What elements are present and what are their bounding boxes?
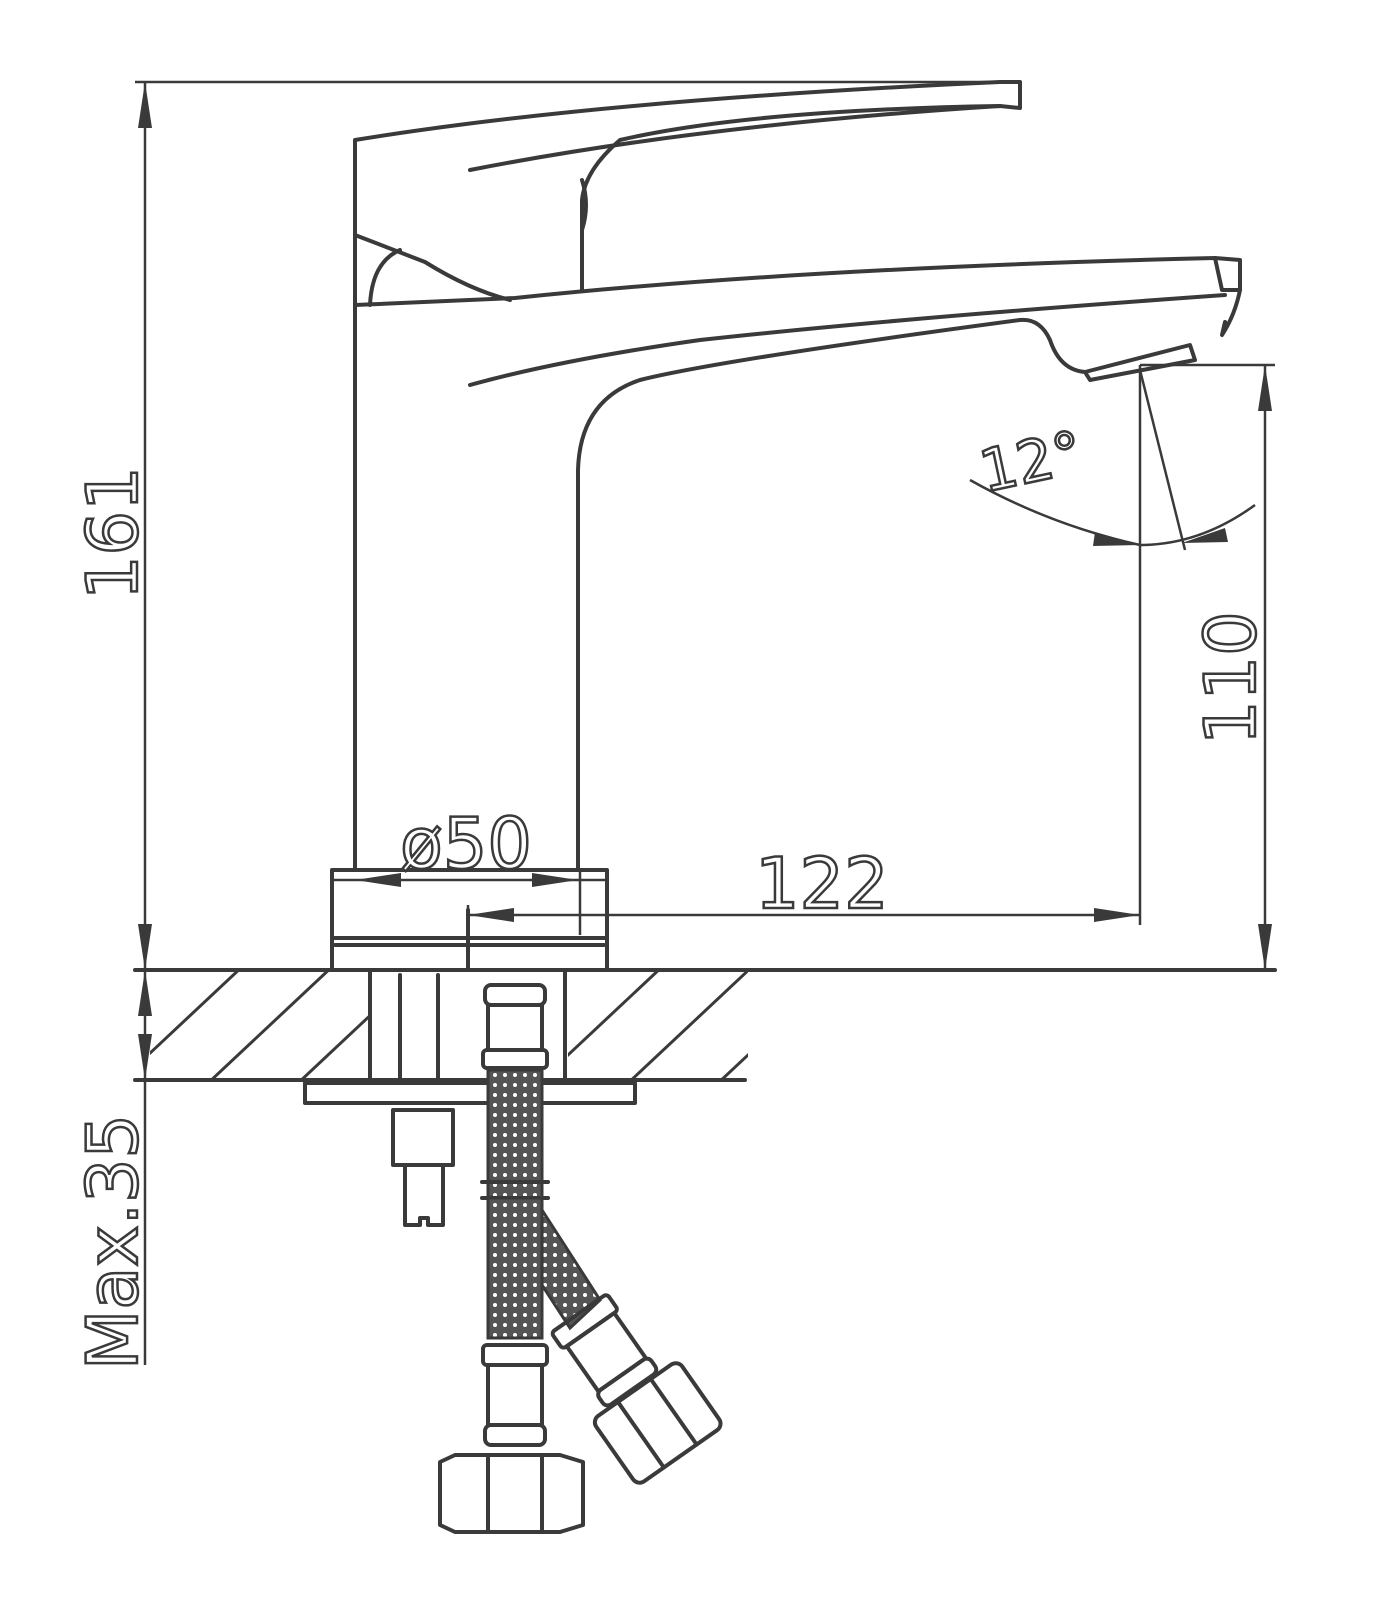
dimension-diameter-50: ø50 bbox=[400, 803, 532, 885]
countertop bbox=[133, 968, 1277, 1082]
countertop-hatching bbox=[150, 972, 748, 1078]
dimension-122: 122 bbox=[755, 843, 889, 925]
dimension-161: 161 bbox=[72, 466, 154, 600]
supply-hoses bbox=[438, 983, 723, 1534]
dimension-lines bbox=[135, 80, 1275, 1365]
dimension-angle-12: 12° bbox=[974, 418, 1089, 506]
mounting-hardware bbox=[303, 973, 637, 1227]
faucet-body bbox=[330, 80, 1242, 972]
dimension-110: 110 bbox=[1190, 611, 1272, 745]
dimension-max-35: Max.35 bbox=[72, 1114, 154, 1370]
